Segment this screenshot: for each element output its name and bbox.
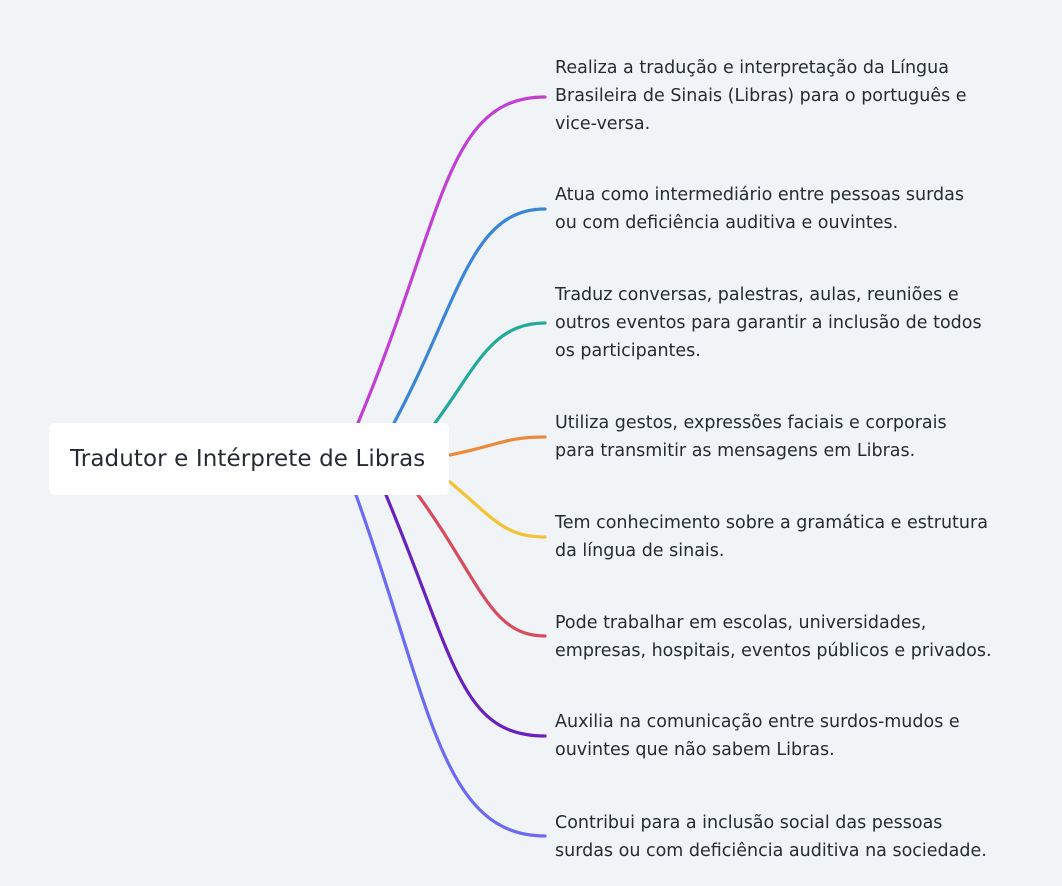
subtopic-7[interactable]: Contribui para a inclusão social das pes… (555, 809, 987, 865)
subtopic-3[interactable]: Utiliza gestos, expressões faciais e cor… (555, 409, 947, 465)
subtopic-2[interactable]: Traduz conversas, palestras, aulas, reun… (555, 281, 982, 365)
subtopic-6[interactable]: Auxilia na comunicação entre surdos-mudo… (555, 708, 960, 764)
subtopic-3-line-0: Utiliza gestos, expressões faciais e cor… (555, 413, 947, 433)
subtopic-0[interactable]: Realiza a tradução e interpretação da Lí… (555, 54, 967, 138)
subtopic-5-line-1: empresas, hospitais, eventos públicos e … (555, 641, 992, 661)
subtopic-2-line-0: Traduz conversas, palestras, aulas, reun… (555, 285, 959, 305)
subtopic-5-line-0: Pode trabalhar em escolas, universidades… (555, 613, 927, 633)
subtopic-6-line-0: Auxilia na comunicação entre surdos-mudo… (555, 712, 960, 732)
connector-2 (433, 321, 547, 425)
subtopic-1[interactable]: Atua como intermediário entre pessoas su… (555, 181, 964, 237)
subtopic-3-line-1: para transmitir as mensagens em Libras. (555, 441, 916, 461)
subtopic-2-line-1: outros eventos para garantir a inclusão … (555, 313, 982, 333)
subtopic-0-line-2: vice-versa. (555, 114, 651, 134)
connector-6 (384, 493, 547, 738)
subtopic-7-line-0: Contribui para a inclusão social das pes… (555, 813, 943, 833)
subtopic-6-line-1: ouvintes que não sabem Libras. (555, 740, 835, 760)
subtopic-4-line-1: da língua de sinais. (555, 541, 725, 561)
connector-0 (356, 95, 547, 425)
connector-1 (392, 207, 547, 425)
subtopic-1-line-1: ou com deficiência auditiva e ouvintes. (555, 213, 899, 233)
connector-7 (354, 493, 547, 838)
root-topic[interactable]: Tradutor e Intérprete de Libras (49, 423, 449, 495)
subtopic-7-line-1: surdas ou com deficiência auditiva na so… (555, 841, 987, 861)
root-topic-label: Tradutor e Intérprete de Libras (70, 446, 426, 472)
subtopic-5[interactable]: Pode trabalhar em escolas, universidades… (555, 609, 992, 665)
subtopic-4[interactable]: Tem conhecimento sobre a gramática e est… (555, 509, 988, 565)
subtopic-0-line-1: Brasileira de Sinais (Libras) para o por… (555, 86, 967, 106)
subtopic-2-line-2: os participantes. (555, 341, 701, 361)
connector-5 (416, 493, 547, 638)
subtopic-0-line-0: Realiza a tradução e interpretação da Lí… (555, 58, 949, 78)
subtopic-1-line-0: Atua como intermediário entre pessoas su… (555, 185, 964, 205)
subtopic-4-line-0: Tem conhecimento sobre a gramática e est… (555, 513, 988, 533)
connector-3 (448, 435, 547, 457)
connector-4 (448, 480, 547, 539)
